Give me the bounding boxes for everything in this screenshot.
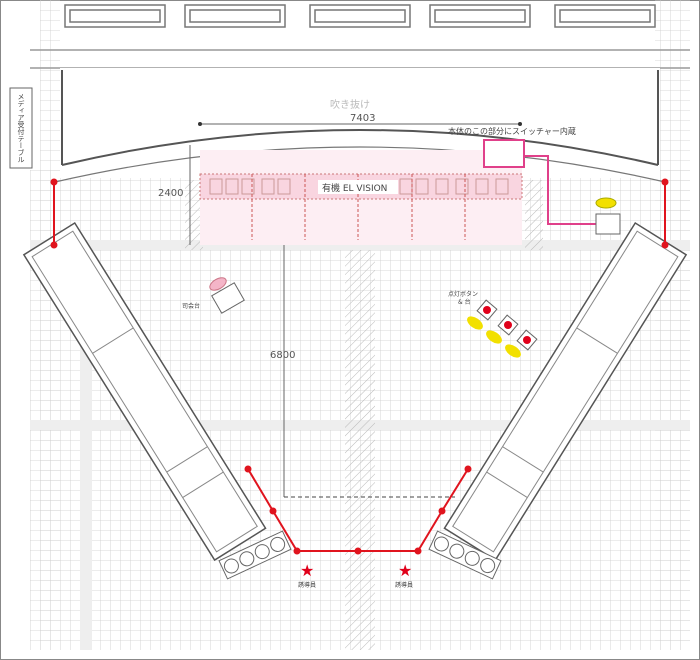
speaker-icon (595, 197, 617, 209)
podium-label: 司会台 (182, 302, 200, 310)
buttons-label-2: & 台 (458, 298, 471, 306)
depth-dimension: 6800 (270, 350, 295, 361)
atrium-label: 吹き抜け (330, 98, 370, 111)
media-table (9, 87, 33, 169)
planter-right (428, 530, 502, 580)
guide-star-icon: ★ (398, 561, 412, 580)
guide-star-icon: ★ (300, 561, 314, 580)
top-windows (30, 4, 690, 69)
screen-label: 有機 EL VISION (322, 182, 387, 194)
guide-left-label: 誘導員 (298, 581, 316, 589)
mic-icon (209, 277, 227, 291)
switcher-box (483, 139, 525, 168)
buttons-label: 点灯ボタン (448, 290, 478, 298)
lighting-buttons (467, 299, 538, 358)
escalator-right (443, 221, 688, 562)
media-table-label: メディア受付テーブル (17, 93, 25, 163)
width-dimension: 7403 (350, 113, 375, 124)
switcher-cable (524, 155, 596, 225)
switcher-note: 本体のこの部分にスイッチャー内蔵 (448, 126, 576, 136)
guide-right-label: 誘導員 (395, 581, 413, 589)
column (345, 250, 375, 650)
planter-left (218, 530, 292, 580)
barrier-line (50, 178, 669, 555)
curved-wall (61, 129, 659, 166)
height-dimension: 2400 (158, 188, 183, 199)
podium (211, 282, 245, 314)
